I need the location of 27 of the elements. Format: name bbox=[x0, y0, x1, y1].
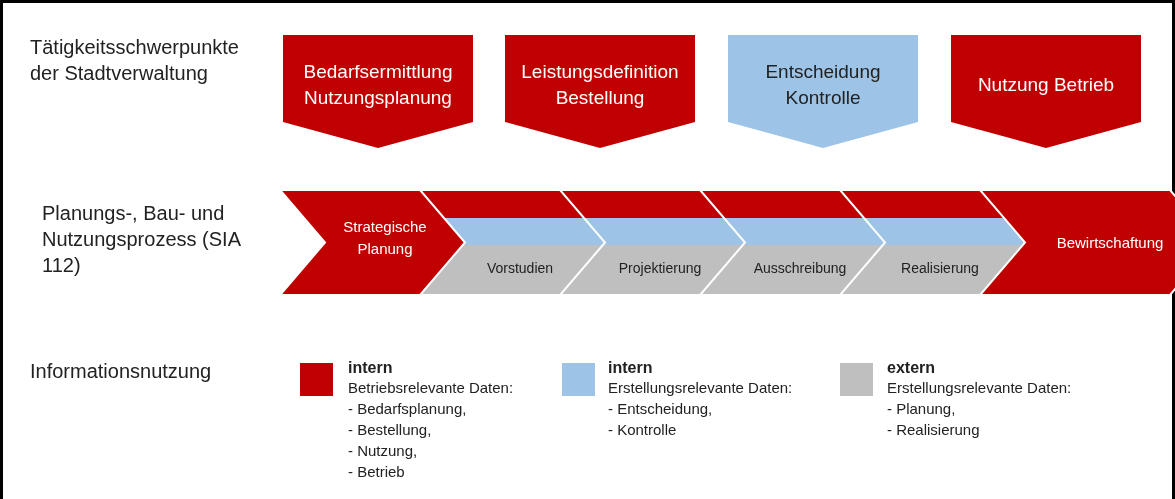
legend-description: - Nutzung, bbox=[348, 441, 418, 461]
step-label: Strategische Planung bbox=[342, 217, 428, 259]
legend-description: Betriebsrelevante Daten: bbox=[348, 378, 514, 398]
legend-description: - Realisierung bbox=[887, 420, 980, 440]
legend-description: - Entscheidung, bbox=[608, 399, 713, 419]
legend-description: - Planung, bbox=[887, 399, 956, 419]
legend-label: intern bbox=[608, 358, 653, 378]
legend-label: extern bbox=[887, 358, 936, 378]
step-label: Bewirtschaftung bbox=[1055, 232, 1165, 253]
row-heading: Planungs-, Bau- und Nutzungsprozess (SIA 112) bbox=[42, 201, 242, 278]
step-label: Entscheidung Kontrolle bbox=[764, 60, 882, 110]
row-heading: Tätigkeitsschwerpunkte der Stadtverwaltung bbox=[30, 35, 240, 86]
step-label: Bedarfsermittlung Nutzungsplanung bbox=[302, 60, 454, 110]
legend-description: - Kontrolle bbox=[608, 420, 677, 440]
step-label: Leistungsdefinition Bestellung bbox=[520, 60, 680, 110]
legend-description: - Betrieb bbox=[348, 462, 405, 482]
step-label: Realisierung bbox=[900, 259, 980, 278]
step-label: Nutzung Betrieb bbox=[976, 73, 1116, 97]
step-label: Vorstudien bbox=[485, 259, 555, 278]
legend-description: - Bestellung, bbox=[348, 420, 432, 440]
row-heading: Informationsnutzung bbox=[30, 359, 213, 384]
step-label: Ausschreibung bbox=[752, 259, 848, 278]
legend-description: Erstellungsrelevante Daten: bbox=[887, 378, 1072, 398]
step-label: Projektierung bbox=[617, 259, 703, 278]
legend-description: - Bedarfsplanung, bbox=[348, 399, 467, 419]
legend-label: intern bbox=[348, 358, 393, 378]
legend-description: Erstellungsrelevante Daten: bbox=[608, 378, 793, 398]
